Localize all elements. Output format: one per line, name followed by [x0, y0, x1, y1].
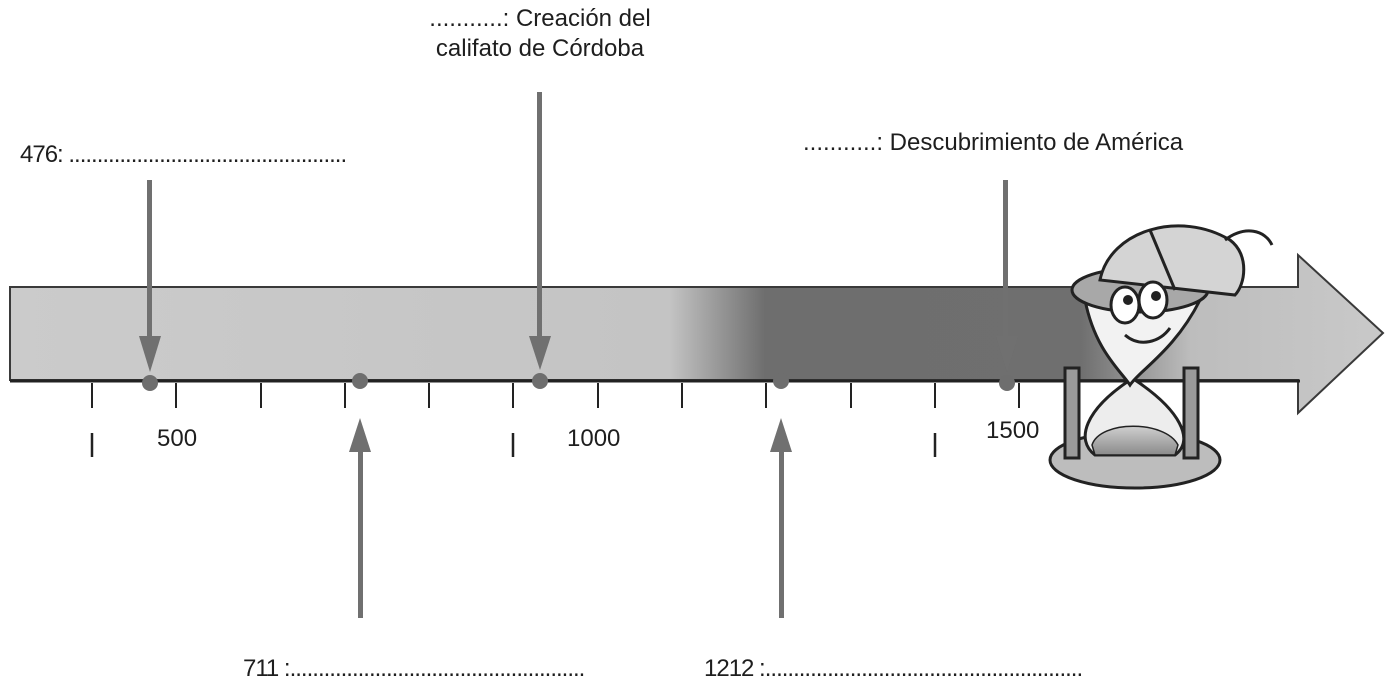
- century-marks: [90, 433, 937, 457]
- arrow-1212-shaft: [779, 440, 784, 618]
- dot-929: [532, 373, 548, 389]
- mascot-eye-left: [1109, 285, 1141, 325]
- event-america-label: ...........: Descubrimiento de América: [803, 129, 1184, 156]
- event-califato-line1: ...........: Creación del: [429, 5, 651, 32]
- hourglass-sand: [1091, 425, 1179, 456]
- mascot-pupil-left: [1123, 295, 1133, 305]
- arrow-929-head: [529, 336, 551, 370]
- arrow-929-shaft: [537, 92, 542, 360]
- event-califato-line2: califato de Córdoba: [435, 35, 645, 62]
- arrow-476-shaft: [147, 180, 152, 360]
- event-dots: [142, 373, 1015, 391]
- year-label-500: 500: [157, 425, 198, 452]
- dot-1212: [773, 373, 789, 389]
- dot-711: [352, 373, 368, 389]
- event-711-label: 711 :...................................…: [243, 655, 585, 682]
- axis-ticks: [91, 383, 1020, 408]
- up-arrows: [349, 418, 792, 618]
- year-label-1000: 1000: [567, 425, 621, 452]
- helmet: [1098, 224, 1246, 297]
- down-arrows: [139, 92, 1018, 372]
- arrow-1492-shaft: [1003, 180, 1008, 360]
- mascot-pupil-right: [1151, 291, 1161, 301]
- arrow-711-shaft: [358, 440, 363, 618]
- year-label-1500: 1500: [986, 417, 1040, 444]
- hourglass-pillar-left: [1063, 366, 1081, 460]
- hourglass-mascot-illustration: [1048, 224, 1274, 490]
- helmet-horn: [1224, 229, 1274, 246]
- event-1212-label: 1212 :..................................…: [704, 655, 1083, 682]
- dot-476: [142, 375, 158, 391]
- event-califato-label: ...........: Creación del califato de Có…: [390, 4, 690, 64]
- arrow-1212-head: [770, 418, 792, 452]
- arrow-476-head: [139, 336, 161, 372]
- dot-1492: [999, 375, 1015, 391]
- mascot-smile: [1124, 327, 1172, 344]
- helmet-band: [1148, 229, 1177, 291]
- event-476-label: 476: ...................................…: [20, 141, 347, 168]
- hourglass-pillar-right: [1182, 366, 1200, 460]
- arrow-711-head: [349, 418, 371, 452]
- arrow-1492-head: [996, 336, 1018, 372]
